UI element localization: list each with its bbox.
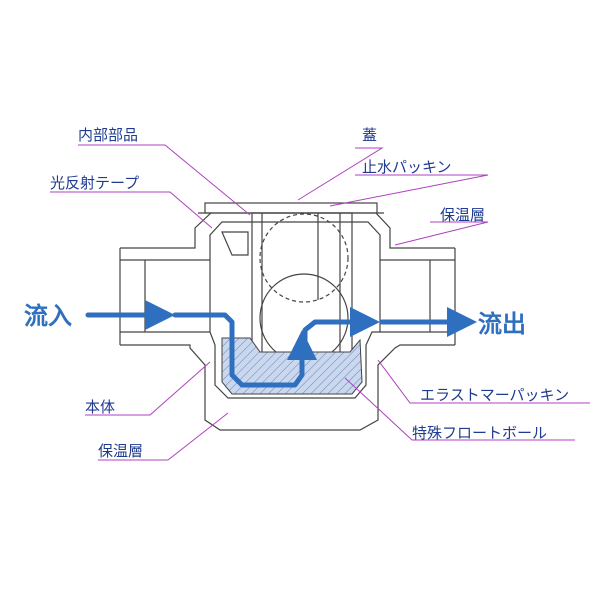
label-internal-parts: 内部部品 xyxy=(78,126,139,144)
label-insulation-top: 保温層 xyxy=(440,206,486,224)
leader-lines xyxy=(50,144,590,461)
label-body: 本体 xyxy=(85,398,116,416)
label-water-seal: 止水パッキン xyxy=(362,158,452,176)
label-outflow: 流出 xyxy=(478,310,526,338)
water-level xyxy=(221,337,363,395)
label-insulation-bottom: 保温層 xyxy=(98,442,144,460)
label-inflow: 流入 xyxy=(24,302,72,330)
flow-arrows xyxy=(85,300,477,388)
label-lid: 蓋 xyxy=(362,126,378,144)
label-float-ball: 特殊フロートボール xyxy=(412,424,548,442)
label-reflective-tape: 光反射テープ xyxy=(50,174,140,192)
label-elastomer-seal: エラストマーパッキン xyxy=(420,386,570,404)
